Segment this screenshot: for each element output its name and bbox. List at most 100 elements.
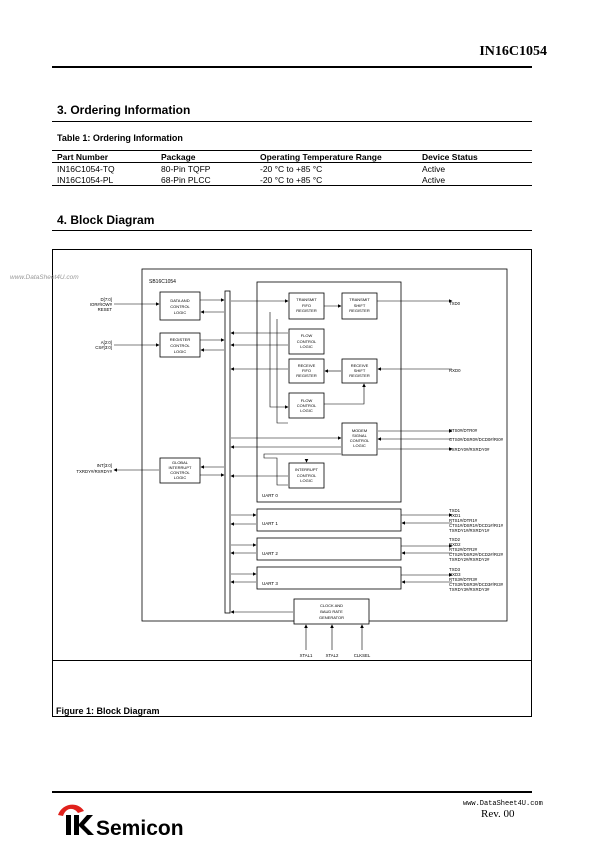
pin-rxd0: RXD0 (449, 368, 461, 373)
pin-uart2: CTS2#/DSR2#/DCD2#/RI2# (449, 552, 504, 557)
pin-modem0: RTS0#/DTR0# (449, 428, 478, 433)
svg-text:A[2:0]: A[2:0] (101, 340, 112, 345)
svg-text:RESET: RESET (98, 307, 113, 312)
internal-bus (224, 290, 231, 614)
pin-txd0: TXD0 (449, 301, 461, 306)
svg-text:CLKSEL: CLKSEL (354, 653, 371, 658)
svg-text:UART 2: UART 2 (262, 551, 278, 556)
receive-shift-block: RECEIVE SHIFT REGISTER (341, 358, 378, 384)
data-control-block: DATA AND CONTROL LOGIC (159, 291, 201, 321)
pin-uart3: TXD3 (449, 567, 461, 572)
clock-pins: XTAL1 XTAL2 CLKSEL (300, 653, 371, 658)
svg-text:CS#[3:0]: CS#[3:0] (95, 345, 112, 350)
table-header-row: Part Number Package Operating Temperatur… (52, 150, 532, 163)
transmit-fifo-block: TRANSMIT FIFO REGISTER (288, 292, 325, 320)
svg-text:DATA AND: DATA AND (170, 298, 189, 303)
pin-uart3: RTS3#/DTR3# (449, 577, 478, 582)
svg-text:GENERATOR: GENERATOR (319, 615, 344, 620)
table-row: IN16C1054-PL 68-Pin PLCC -20 °C to +85 °… (52, 174, 532, 186)
svg-text:LOGIC: LOGIC (300, 478, 313, 483)
pin-modem0: CTS0#/DSR0#/DCD0#/RI0# (449, 437, 504, 442)
pin-uart3: RXD3 (449, 572, 461, 577)
svg-text:RECEIVE: RECEIVE (298, 363, 316, 368)
diagram-frame (52, 249, 532, 717)
svg-text:REGISTER: REGISTER (296, 373, 317, 378)
uart0-outline (256, 281, 402, 503)
cell-temperature: -20 °C to +85 °C (255, 174, 417, 186)
input-pins-address: A[2:0] CS#[3:0] (95, 340, 160, 350)
cell-part-number: IN16C1054-TQ (57, 163, 115, 174)
footer-website: www.DataSheet4U.com (463, 800, 543, 808)
svg-text:XTAL2: XTAL2 (326, 653, 339, 658)
svg-text:LOGIC: LOGIC (300, 408, 313, 413)
svg-text:GLOBAL: GLOBAL (172, 460, 189, 465)
pin-uart1: RTS1#/DTR1# (449, 518, 478, 523)
svg-text:UART 3: UART 3 (262, 581, 278, 586)
diagram-separator (52, 660, 532, 661)
col-package: Package (156, 150, 255, 163)
svg-text:CONTROL: CONTROL (170, 304, 190, 309)
ordering-table: Part Number Package Operating Temperatur… (52, 150, 532, 186)
cell-package: 68-Pin PLCC (156, 174, 255, 186)
section-4-title: 4. Block Diagram (57, 213, 155, 227)
uart1-block: UART 1 (256, 508, 402, 532)
pin-uart1: TXRDY1#/RXRDY1# (449, 528, 490, 533)
output-pins: TXD0 RXD0 RTS0#/DTR0# CTS0#/DSR0#/DCD0#/… (449, 301, 504, 592)
col-temperature: Operating Temperature Range (255, 150, 417, 163)
svg-text:REGISTER: REGISTER (170, 337, 191, 342)
watermark-text: www.DataSheet4U.com (10, 274, 79, 281)
svg-text:FIFO: FIFO (302, 368, 311, 373)
svg-text:LOGIC: LOGIC (353, 443, 366, 448)
pin-uart3: TXRDY3#/RXRDY3# (449, 587, 490, 592)
svg-text:SHIFT: SHIFT (354, 368, 366, 373)
cell-temperature: -20 °C to +85 °C (260, 163, 323, 174)
logo-text: Semicon (96, 817, 184, 837)
global-interrupt-block: GLOBAL INTERRUPT CONTROL LOGIC (159, 457, 201, 484)
register-control-block: REGISTER CONTROL LOGIC (159, 332, 201, 358)
receive-fifo-block: RECEIVE FIFO REGISTER (288, 358, 325, 384)
footer-rule (52, 791, 532, 793)
cell-package: 80-Pin TQFP (161, 163, 211, 174)
svg-text:CONTROL: CONTROL (297, 339, 317, 344)
svg-text:SIGNAL: SIGNAL (352, 433, 367, 438)
svg-text:BAUD RATE: BAUD RATE (320, 609, 343, 614)
svg-text:UART 1: UART 1 (262, 521, 278, 526)
cell-status: Active (422, 163, 446, 174)
svg-text:INTERRUPT: INTERRUPT (295, 467, 318, 472)
svg-text:CONTROL: CONTROL (297, 403, 317, 408)
svg-text:LOGIC: LOGIC (300, 344, 313, 349)
svg-text:SHIFT: SHIFT (354, 303, 366, 308)
output-pins-interrupt: INT[3:0] TXRDY#/RXRDY# (76, 463, 159, 474)
svg-text:D[7:0]: D[7:0] (101, 297, 112, 302)
block-diagram: SB16C1054 UART 0 DATA AND CONTROL LOGIC … (76, 268, 508, 658)
document-id: IN16C1054 (479, 44, 547, 59)
flow-control-block-1: FLOW CONTROL LOGIC (288, 328, 325, 355)
pin-uart1: TXD1 (449, 508, 461, 513)
col-status: Device Status (417, 150, 532, 163)
section-3-rule (52, 121, 532, 122)
svg-text:LOGIC: LOGIC (174, 475, 187, 480)
uart2-block: UART 2 (256, 537, 402, 561)
cell-status: Active (417, 174, 532, 186)
clock-generator-block: CLOCK AND BAUD RATE GENERATOR (293, 598, 370, 625)
svg-text:FIFO: FIFO (302, 303, 311, 308)
svg-text:REGISTER: REGISTER (349, 308, 370, 313)
interrupt-control-block: INTERRUPT CONTROL LOGIC (288, 462, 325, 489)
col-part-number: Part Number (52, 150, 156, 163)
svg-text:INTERRUPT: INTERRUPT (169, 465, 192, 470)
input-pins-data: D[7:0] IOR#/IOW# RESET (90, 297, 160, 312)
svg-text:TRANSMIT: TRANSMIT (296, 297, 317, 302)
pin-uart1: CTS1#/DSR1#/DCD1#/RI1# (449, 523, 504, 528)
svg-text:FLOW: FLOW (301, 398, 313, 403)
cell-part-number: IN16C1054-PL (52, 174, 156, 186)
svg-text:LOGIC: LOGIC (174, 349, 187, 354)
pin-modem0: TXRDY0#/RXRDY0# (449, 447, 490, 452)
chip-label: SB16C1054 (149, 279, 176, 285)
uart3-block: UART 3 (256, 566, 402, 590)
figure-1-caption: Figure 1: Block Diagram (56, 706, 160, 716)
svg-text:TXRDY#/RXRDY#: TXRDY#/RXRDY# (76, 469, 112, 474)
svg-text:CLOCK AND: CLOCK AND (320, 603, 343, 608)
pin-uart1: RXD1 (449, 513, 461, 518)
svg-text:CONTROL: CONTROL (170, 470, 190, 475)
pin-uart2: RXD2 (449, 542, 461, 547)
